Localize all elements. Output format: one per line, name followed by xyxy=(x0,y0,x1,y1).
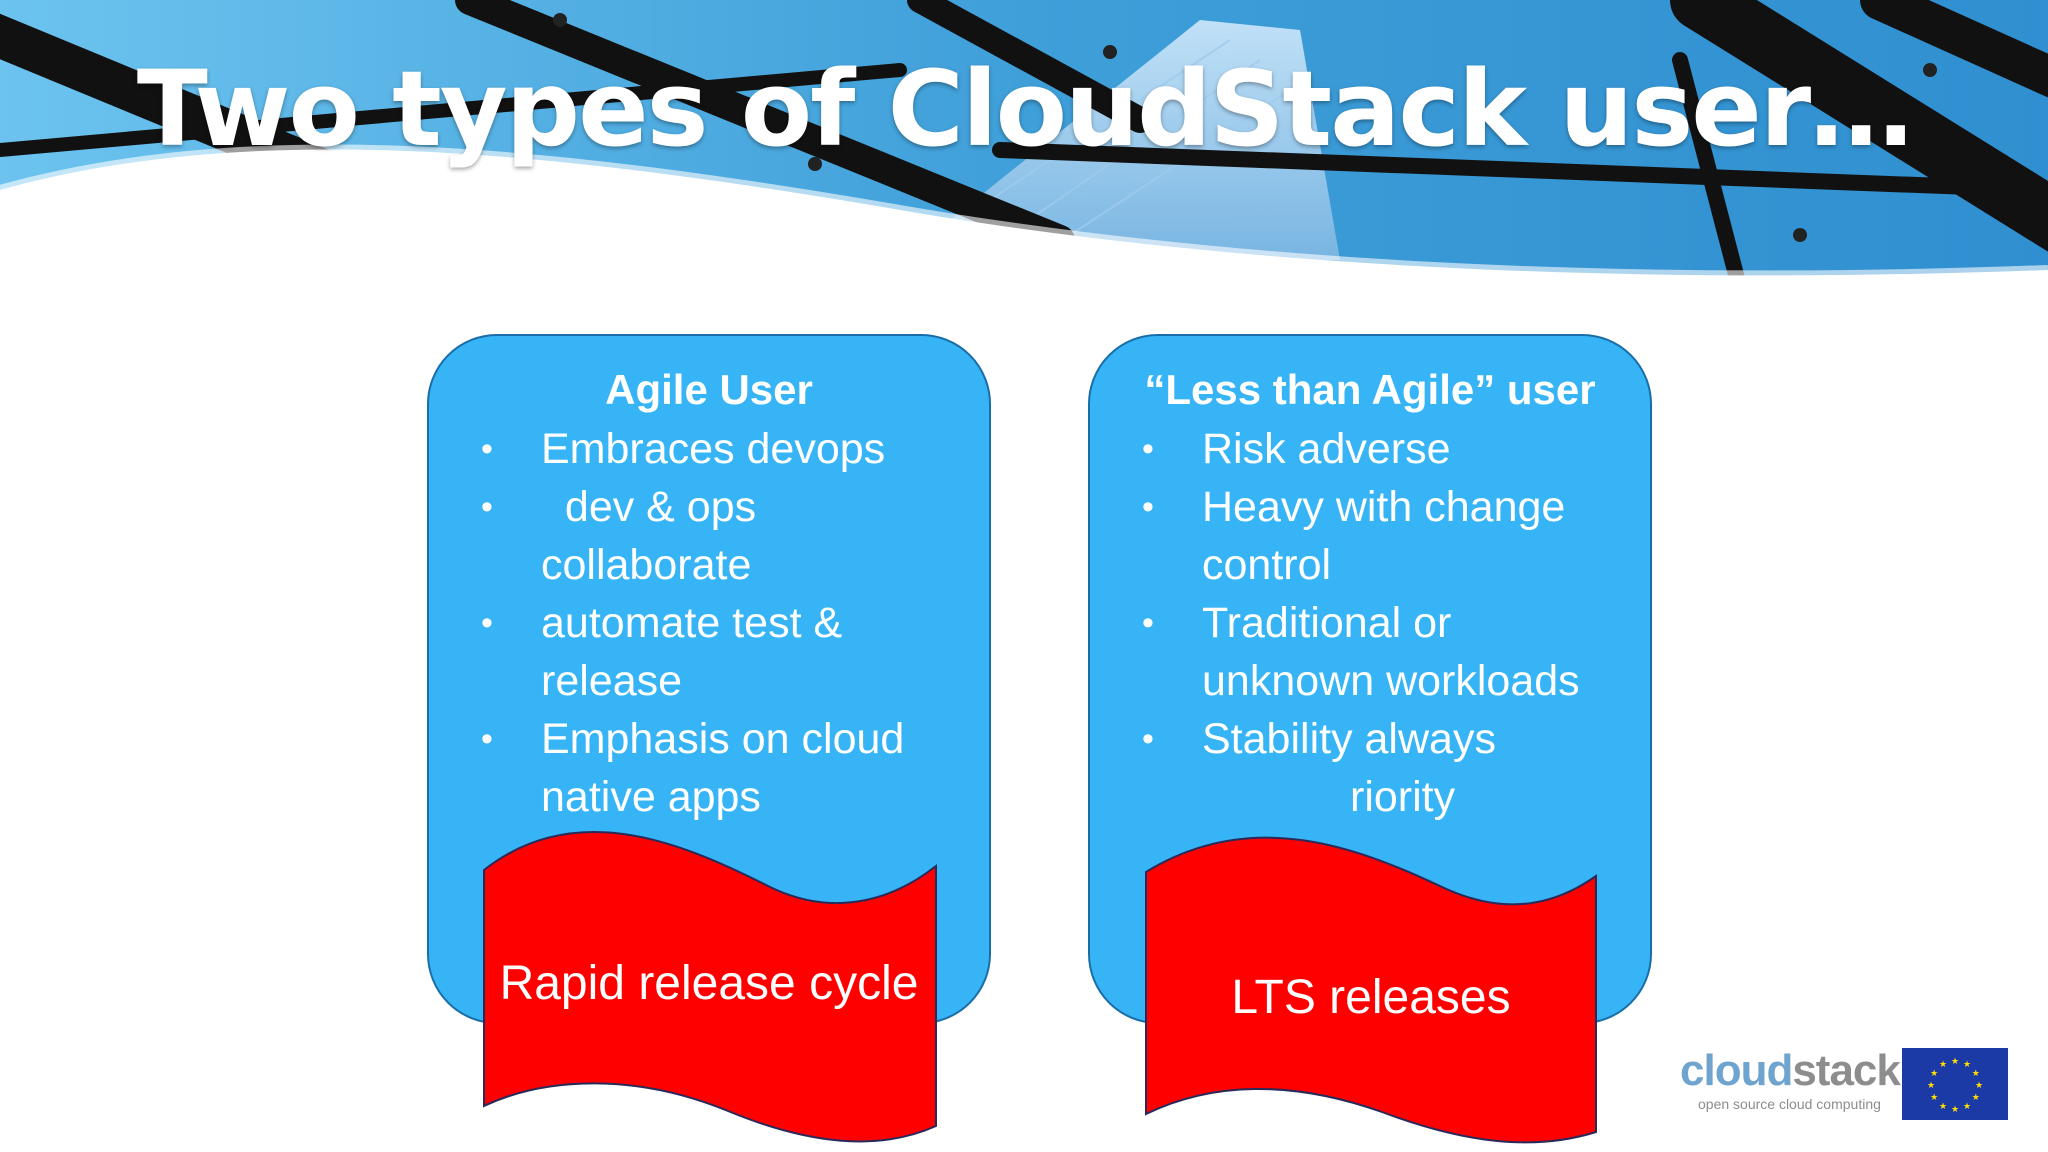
lts-releases-banner: LTS releases xyxy=(1142,832,1600,1152)
bullet-icon: • xyxy=(1142,430,1154,468)
bullet-item: • Risk adverse xyxy=(1090,420,1650,478)
bullet-icon: • xyxy=(481,488,493,526)
flag-star: ★ xyxy=(1963,1060,1971,1070)
flag-star: ★ xyxy=(1930,1093,1938,1103)
bullet-item: • Embraces devops xyxy=(429,420,989,478)
bullet-text: dev & ops collaborate xyxy=(541,483,769,589)
bullet-icon: • xyxy=(481,604,493,642)
flag-star: ★ xyxy=(1951,1105,1959,1115)
banner-label: Rapid release cycle xyxy=(499,957,919,1010)
banner-label: LTS releases xyxy=(1231,971,1511,1024)
flag-star: ★ xyxy=(1939,1060,1947,1070)
panel-heading: “Less than Agile” user xyxy=(1144,366,1596,413)
flag-star: ★ xyxy=(1975,1081,1983,1091)
flag-star: ★ xyxy=(1930,1069,1938,1079)
bullet-text: Risk adverse xyxy=(1202,425,1451,473)
logo-wordmark: cloudstack xyxy=(1680,1046,1901,1095)
flag-star: ★ xyxy=(1939,1102,1947,1112)
header-background xyxy=(0,0,2048,300)
bullet-icon: • xyxy=(1142,488,1154,526)
bullet-icon: • xyxy=(481,720,493,758)
cloudstack-logo: cloudstack open source cloud computing ★… xyxy=(1676,1046,2016,1122)
bullet-item: • Stability always xyxy=(1090,710,1650,768)
flag-star: ★ xyxy=(1972,1093,1980,1103)
flag-star: ★ xyxy=(1963,1102,1971,1112)
eu-flag-icon: ★★★★★★★★★★★★ xyxy=(1902,1048,2008,1120)
bullet-icon: • xyxy=(1142,720,1154,758)
flag-star: ★ xyxy=(1927,1081,1935,1091)
bullet-item: • Traditional or unknown workloads xyxy=(1090,594,1650,710)
bullet-text: riority xyxy=(1350,773,1456,821)
bullet-text: Heavy with change control xyxy=(1202,483,1566,589)
bullet-list: • Embraces devops • dev & ops collaborate… xyxy=(429,420,989,826)
bullet-text: automate test & release xyxy=(541,599,843,705)
bullet-icon: • xyxy=(1142,604,1154,642)
bullet-item: • Emphasis on cloud native apps xyxy=(429,710,989,826)
bullet-text: Traditional or unknown workloads xyxy=(1202,599,1580,705)
bullet-item: • Heavy with change control xyxy=(1090,478,1650,594)
bullet-list: • Risk adverse • Heavy with change control… xyxy=(1090,420,1650,826)
bullet-icon: • xyxy=(481,430,493,468)
logo-tagline: open source cloud computing xyxy=(1698,1096,1881,1112)
panel-heading: Agile User xyxy=(605,366,813,413)
flag-star: ★ xyxy=(1972,1069,1980,1079)
flag-star: ★ xyxy=(1951,1057,1959,1067)
slide-title: Two types of CloudStack user… xyxy=(136,48,1913,170)
bullet-text: Stability always xyxy=(1202,715,1496,763)
bullet-text: Emphasis on cloud native apps xyxy=(541,715,905,821)
bullet-text: Embraces devops xyxy=(541,425,886,473)
bullet-item: • dev & ops collaborate xyxy=(429,478,989,594)
bullet-item: • automate test & release xyxy=(429,594,989,710)
bullet-item-partial: riority xyxy=(1090,768,1650,826)
rapid-release-banner: Rapid release cycle xyxy=(478,826,940,1152)
